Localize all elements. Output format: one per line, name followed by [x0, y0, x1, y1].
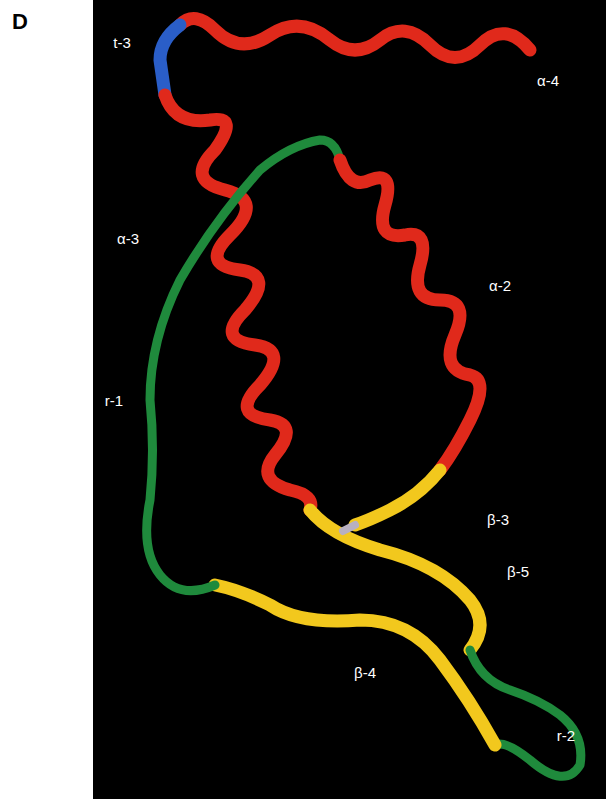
structure-label: r-2 — [557, 727, 575, 744]
grey-segment — [343, 525, 355, 531]
loop-r2 — [470, 650, 581, 776]
structure-label: β-5 — [507, 563, 529, 580]
loop-r1 — [147, 140, 340, 591]
strand-b3 — [355, 470, 440, 525]
strand-b4 — [215, 585, 495, 745]
structure-label: β-4 — [354, 664, 376, 681]
structure-label: r-1 — [105, 392, 123, 409]
turn-t3 — [160, 25, 180, 95]
structure-label: α-3 — [117, 230, 139, 247]
structure-label: α-2 — [489, 277, 511, 294]
helix-a3 — [165, 95, 311, 510]
helix-a2 — [340, 160, 480, 470]
structure-label: α-4 — [537, 72, 559, 89]
black-panel — [93, 0, 606, 799]
helix-a4 — [180, 19, 530, 58]
structure-label: β-3 — [487, 511, 509, 528]
panel-letter: D — [12, 9, 28, 35]
structure-label: t-3 — [113, 34, 131, 51]
